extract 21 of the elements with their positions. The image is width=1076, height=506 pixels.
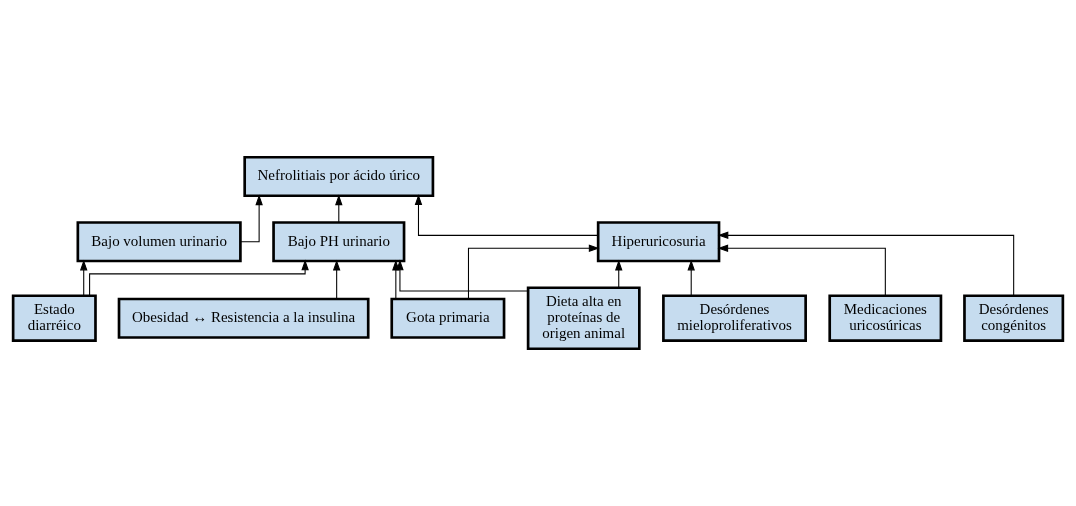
arrow xyxy=(89,259,309,297)
arrow xyxy=(414,194,599,236)
node-box: Bajo PH urinario xyxy=(272,221,406,263)
node-box: Obesidad ↔ Resistencia a la insulina xyxy=(117,297,370,339)
arrow xyxy=(332,259,341,300)
arrow xyxy=(240,194,263,243)
node-box: Gota primaria xyxy=(390,297,506,339)
node-box: Desórdenes mieloproliferativos xyxy=(662,294,807,343)
arrow xyxy=(687,259,695,297)
node-box: Hiperuricosuria xyxy=(596,221,721,263)
node-box: Desórdenes congénitos xyxy=(963,294,1065,343)
node-box: Estado diarréico xyxy=(11,294,97,343)
node-box: Bajo volumen urinario xyxy=(76,221,242,263)
arrow xyxy=(717,231,1015,297)
arrow xyxy=(392,259,400,300)
arrow xyxy=(79,259,88,297)
node-box: Medicaciones uricosúricas xyxy=(828,294,943,343)
node-box: Nefrolitiais por ácido úrico xyxy=(243,155,435,198)
node-box: Dieta alta en proteínas de origen animal xyxy=(526,286,641,351)
arrow xyxy=(717,244,886,297)
arrow xyxy=(467,244,600,300)
